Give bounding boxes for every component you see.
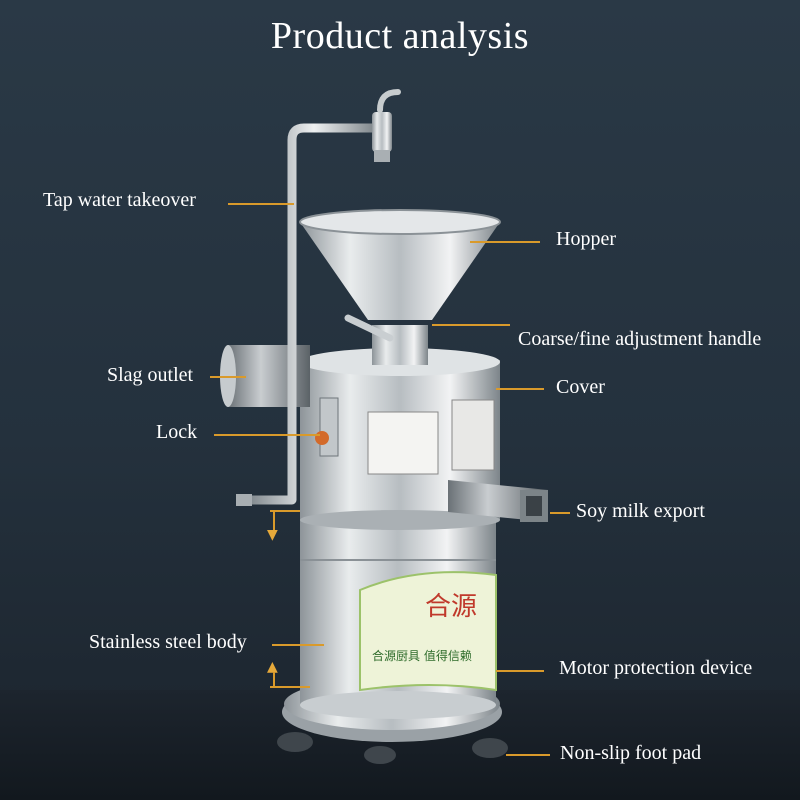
label-soy-milk-export: Soy milk export — [576, 500, 705, 522]
leader-line-foot-pad — [506, 754, 550, 756]
arrow-down-icon: ▼ — [267, 527, 278, 543]
page-title: Product analysis — [270, 15, 530, 57]
svg-text:合源厨具 值得信赖: 合源厨具 值得信赖 — [372, 648, 472, 663]
body-height-marker-top-tick — [270, 510, 300, 512]
leader-line-tap-water — [228, 203, 294, 205]
label-cover: Cover — [556, 376, 605, 398]
label-lock: Lock — [156, 421, 198, 443]
leader-line-hopper — [470, 241, 540, 243]
body-height-marker-bottom-tick — [270, 686, 310, 688]
arrow-up-icon: ▲ — [267, 659, 278, 675]
foot-pads — [277, 732, 508, 764]
body-height-marker-top — [273, 510, 275, 530]
leader-line-adjustment-handle — [432, 324, 510, 326]
label-adjustment-handle: Coarse/fine adjustment handle — [518, 328, 762, 350]
label-non-slip-foot-pad: Non-slip foot pad — [560, 742, 702, 764]
label-slag-outlet: Slag outlet — [107, 364, 194, 386]
leader-line-lock — [214, 434, 320, 436]
leader-line-soy-milk-export — [550, 512, 570, 514]
label-hopper: Hopper — [556, 228, 616, 250]
leader-line-motor-protection — [496, 670, 544, 672]
svg-text:合源: 合源 — [425, 592, 477, 622]
leader-line-slag-outlet — [210, 376, 246, 378]
label-motor-protection-device: Motor protection device — [559, 657, 753, 679]
body-height-marker-bottom — [273, 672, 275, 686]
leader-line-stainless-body — [272, 644, 324, 646]
leader-line-cover — [496, 388, 544, 390]
label-stainless-steel-body: Stainless steel body — [89, 631, 247, 653]
label-tap-water-takeover: Tap water takeover — [43, 189, 196, 211]
